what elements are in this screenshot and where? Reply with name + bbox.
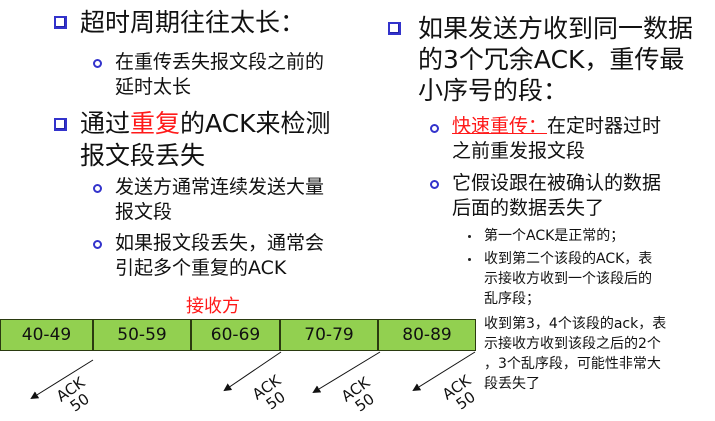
circle-bullet-icon — [430, 124, 439, 133]
segment-bar: 40-49 50-59 60-69 70-79 80-89 — [0, 319, 476, 351]
note-line1: 收到第3，4个该段的ack，表 — [484, 316, 667, 332]
dot-bullet-icon — [468, 235, 471, 238]
right-sub-1-line1: 快速重传：在定时器过时 — [452, 114, 661, 139]
circle-bullet-icon — [430, 180, 439, 189]
square-bullet-icon — [54, 16, 67, 29]
left-sub-1-line2: 延时太长 — [115, 76, 192, 98]
right-point-2-line2: 示接收方收到一个该段后的 — [484, 271, 652, 287]
highlight-duplicate: 重复 — [130, 109, 181, 138]
right-sub-2-line1: 它假设跟在被确认的数据 — [452, 172, 662, 194]
right-sub-2-line2: 后面的数据丢失了 — [452, 197, 605, 219]
segment-40-49: 40-49 — [0, 319, 93, 351]
left-sub-3-line1: 如果报文段丢失，通常会 — [115, 232, 325, 254]
left-sub-1-line1: 在重传丢失报文段之前的 — [115, 51, 325, 73]
left-bullet-1: 超时周期往往太长： — [80, 8, 306, 37]
right-point-1: 第一个ACK是正常的； — [484, 228, 625, 244]
text-rest: 在定时器过时 — [547, 115, 662, 137]
right-bullet-line3: 小序号的段： — [418, 76, 569, 105]
left-bullet-2-line1: 通过重复的ACK来检测 — [80, 107, 331, 140]
left-sub-3-line2: 引起多个重复的ACK — [115, 257, 287, 279]
circle-bullet-icon — [93, 184, 102, 193]
square-bullet-icon — [388, 22, 401, 35]
circle-bullet-icon — [93, 240, 102, 249]
left-bullet-2-line2: 报文段丢失 — [80, 141, 206, 170]
text-post: 的ACK来检测 — [180, 109, 331, 138]
right-bullet-line2: 的3个冗余ACK，重传最 — [418, 45, 685, 74]
note-line4: 段丢失了 — [484, 376, 540, 392]
left-sub-2-line1: 发送方通常连续发送大量 — [115, 176, 325, 198]
text-pre: 通过 — [80, 109, 131, 138]
segment-80-89: 80-89 — [378, 319, 476, 351]
segment-60-69: 60-69 — [191, 319, 280, 351]
fast-retransmit-label: 快速重传： — [452, 115, 548, 137]
right-point-2-line3: 乱序段； — [484, 291, 540, 307]
circle-bullet-icon — [93, 59, 102, 68]
segment-50-59: 50-59 — [93, 319, 191, 351]
right-bullet-line1: 如果发送方收到同一数据 — [418, 14, 694, 43]
dot-bullet-icon — [468, 258, 471, 261]
right-sub-1-line2: 之前重发报文段 — [452, 140, 586, 162]
right-point-2-line1: 收到第二个该段的ACK，表 — [484, 251, 653, 267]
segment-70-79: 70-79 — [280, 319, 378, 351]
square-bullet-icon — [54, 118, 67, 131]
note-line2: 示接收方收到该段之后的2个 — [484, 336, 661, 352]
note-line3: ，3个乱序段，可能性非常大 — [484, 356, 661, 372]
receiver-label: 接收方 — [186, 296, 240, 317]
left-sub-2-line2: 报文段 — [115, 201, 173, 223]
